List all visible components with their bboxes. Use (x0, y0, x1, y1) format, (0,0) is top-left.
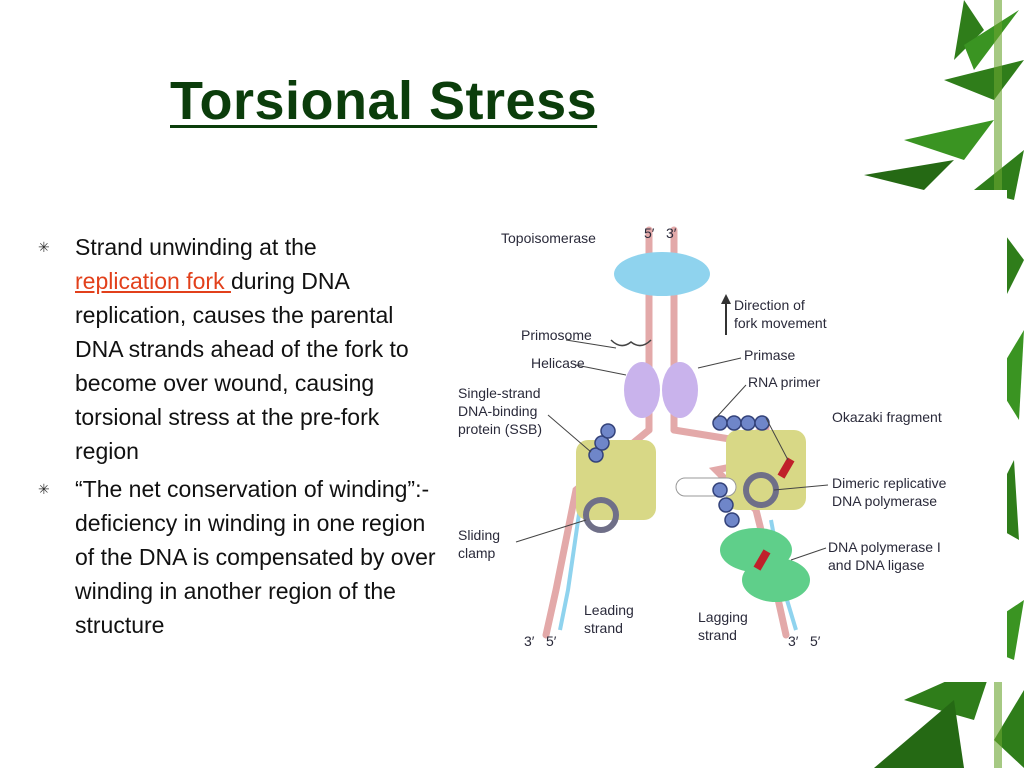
label-primase: Primase (744, 347, 796, 363)
ssb-protein (754, 415, 770, 431)
label-three-prime-bottom-right: 3′ (788, 633, 799, 649)
ssb-protein (740, 415, 756, 431)
ssb-protein (724, 512, 740, 528)
ssb-protein (600, 423, 616, 439)
leading-strand (558, 499, 583, 631)
ssb-protein (718, 497, 734, 513)
ssb-protein (712, 482, 728, 498)
label-lagging-2: strand (698, 627, 737, 643)
ssb-protein (588, 447, 604, 463)
label-ssb-3: protein (SSB) (458, 421, 542, 437)
bullet-text-end: during DNA replication, causes the paren… (75, 268, 409, 464)
rna-primer-mark (753, 549, 771, 571)
label-five-prime-top: 5′ (644, 225, 655, 241)
label-sliding-2: clamp (458, 545, 496, 561)
label-dimeric-1: Dimeric replicative (832, 475, 947, 491)
label-sliding-1: Sliding (458, 527, 500, 543)
label-topoisomerase: Topoisomerase (501, 230, 596, 246)
label-three-prime-bottom-left: 3′ (524, 633, 535, 649)
label-five-prime-bottom-left: 5′ (546, 633, 557, 649)
label-pol-i-1: DNA polymerase I (828, 539, 941, 555)
label-direction-1: Direction of (734, 297, 805, 313)
direction-arrow-head (721, 294, 731, 304)
helicase-right-shape (662, 362, 698, 418)
label-ssb-1: Single-strand (458, 385, 541, 401)
ssb-protein (594, 435, 610, 451)
label-lagging-1: Lagging (698, 609, 748, 625)
asterisk-bullet-icon: ✳ (38, 239, 50, 255)
bullet-text-start: Strand unwinding at the (75, 234, 317, 260)
label-five-prime-bottom-right: 5′ (810, 633, 821, 649)
helicase-left-shape (624, 362, 660, 418)
bullet-item: ✳ Strand unwinding at the replication fo… (38, 230, 438, 468)
label-three-prime-top: 3′ (666, 225, 677, 241)
label-direction-2: fork movement (734, 315, 827, 331)
polymerase-i-lower (742, 558, 810, 602)
slide-title: Torsional Stress (170, 71, 598, 131)
label-ssb-2: DNA-binding (458, 403, 537, 419)
label-rna-primer: RNA primer (748, 374, 821, 390)
label-pol-i-2: and DNA ligase (828, 557, 925, 573)
bullet-list: ✳ Strand unwinding at the replication fo… (38, 230, 438, 646)
label-leading-2: strand (584, 620, 623, 636)
ssb-protein (726, 415, 742, 431)
polymerase-block-right (726, 430, 806, 510)
bullet-item: ✳ “The net conservation of winding”:- de… (38, 472, 438, 642)
label-dimeric-2: DNA polymerase (832, 493, 937, 509)
primosome-bracket (610, 339, 652, 347)
sliding-clamp-left (583, 497, 619, 533)
bullet-text: “The net conservation of winding”:- defi… (75, 476, 436, 638)
label-leading-1: Leading (584, 602, 634, 618)
replication-fork-link[interactable]: replication fork (75, 268, 231, 294)
asterisk-bullet-icon: ✳ (38, 481, 50, 497)
label-primosome: Primosome (521, 327, 592, 343)
label-okazaki: Okazaki fragment (832, 409, 942, 425)
replication-fork-diagram: Topoisomerase 5′ 3′ Direction of fork mo… (458, 225, 947, 649)
rna-primer-mark (777, 457, 795, 479)
label-helicase: Helicase (531, 355, 585, 371)
topoisomerase-shape (614, 252, 710, 296)
